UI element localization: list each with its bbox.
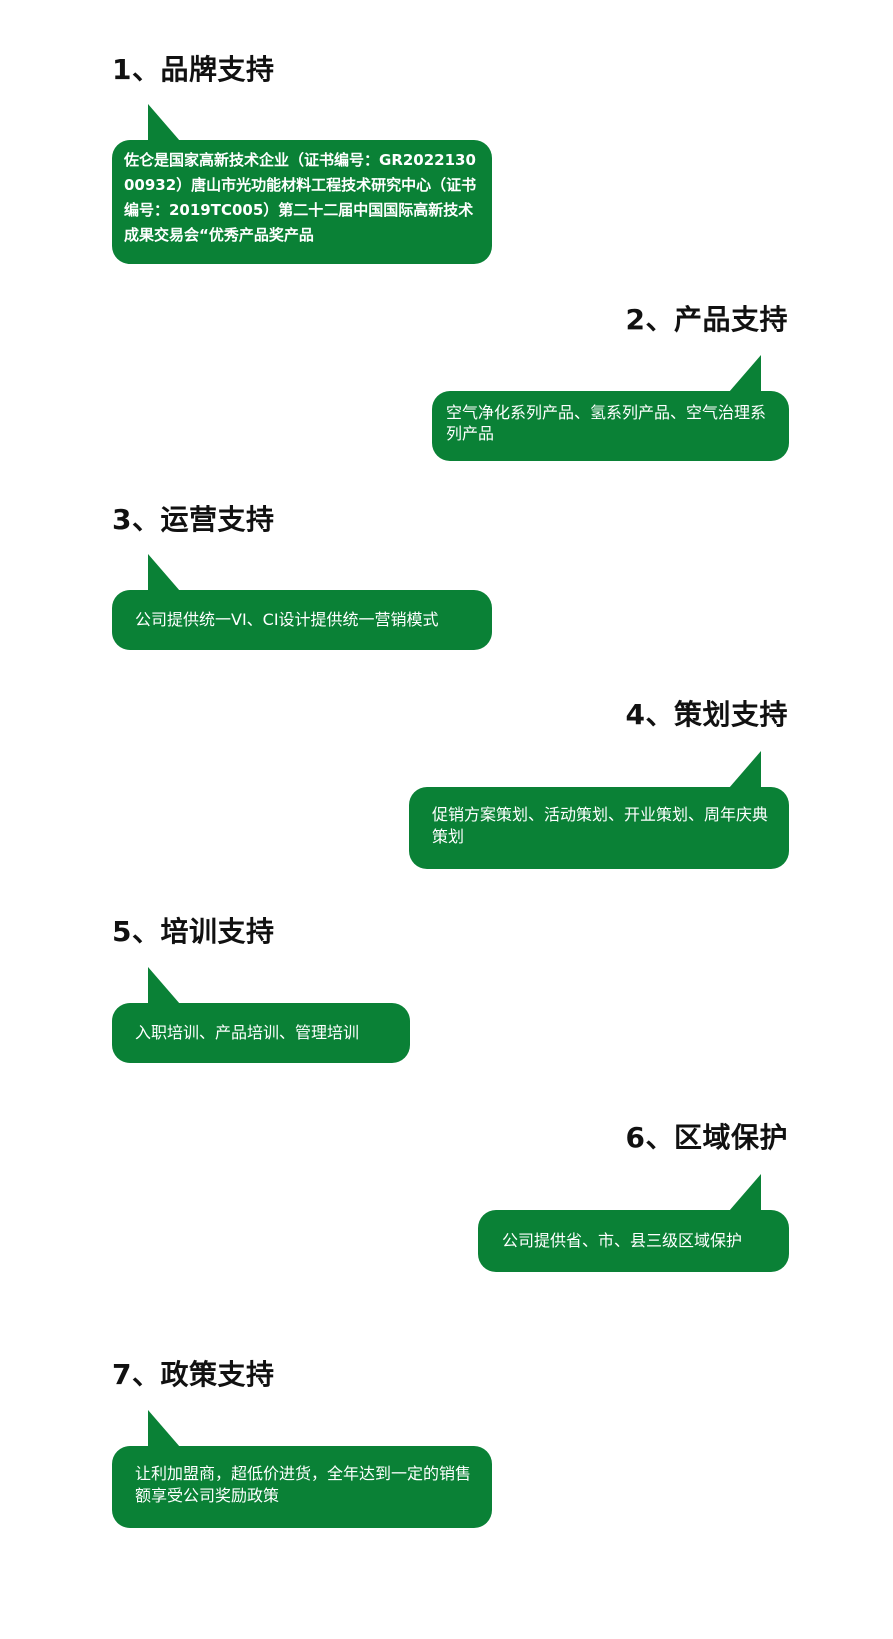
bubble-tail	[148, 967, 180, 1004]
bubble-tail	[729, 1174, 761, 1211]
bubble-tail	[148, 554, 180, 591]
section-1-bubble: 佐仑是国家高新技术企业（证书编号：GR202213000932）唐山市光功能材料…	[112, 104, 492, 264]
section-7-heading: 7、政策支持	[112, 1358, 275, 1391]
section-1-body: 佐仑是国家高新技术企业（证书编号：GR202213000932）唐山市光功能材料…	[124, 151, 477, 244]
bubble-tail	[729, 751, 761, 788]
section-3-body: 公司提供统一VI、CI设计提供统一营销模式	[135, 610, 439, 629]
section-7-body: 让利加盟商，超低价进货，全年达到一定的销售额享受公司奖励政策	[135, 1464, 472, 1505]
section-2-heading: 2、产品支持	[625, 303, 788, 336]
section-4-body: 促销方案策划、活动策划、开业策划、周年庆典策划	[432, 805, 769, 846]
section-3-bubble: 公司提供统一VI、CI设计提供统一营销模式	[112, 554, 492, 650]
section-3-heading: 3、运营支持	[112, 503, 275, 536]
section-7-bubble: 让利加盟商，超低价进货，全年达到一定的销售额享受公司奖励政策	[112, 1410, 492, 1528]
section-5-heading: 5、培训支持	[112, 915, 275, 948]
section-6-heading: 6、区域保护	[625, 1121, 788, 1154]
section-5-body: 入职培训、产品培训、管理培训	[135, 1023, 360, 1042]
bubble-tail	[729, 355, 761, 392]
section-6-bubble: 公司提供省、市、县三级区域保护	[478, 1174, 789, 1272]
section-6-body: 公司提供省、市、县三级区域保护	[502, 1231, 743, 1250]
section-4-bubble: 促销方案策划、活动策划、开业策划、周年庆典策划	[409, 751, 789, 869]
section-5-bubble: 入职培训、产品培训、管理培训	[112, 967, 410, 1063]
section-2-body: 空气净化系列产品、氢系列产品、空气治理系列产品	[446, 403, 767, 443]
section-1-heading: 1、品牌支持	[112, 53, 275, 86]
section-4-heading: 4、策划支持	[625, 698, 788, 731]
section-2-bubble: 空气净化系列产品、氢系列产品、空气治理系列产品	[432, 355, 789, 461]
bubble-tail	[148, 104, 180, 141]
bubble-tail	[148, 1410, 180, 1447]
